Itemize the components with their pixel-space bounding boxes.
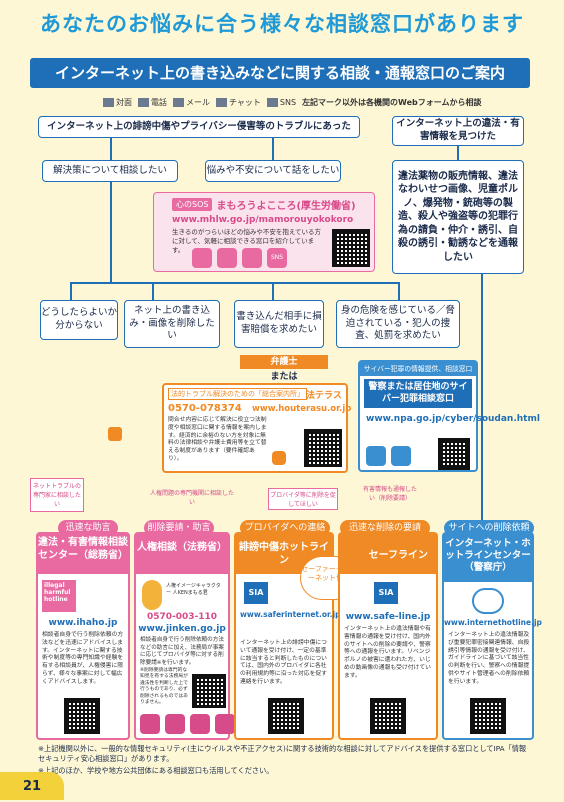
trouble-box: インターネット上の誹謗中傷やプライバシー侵害等のトラブルにあった [38,116,360,138]
qr-code [268,698,304,734]
page-title: あなたのお悩みに合う様々な相談窓口があります [40,12,524,36]
phone-legend: 電話 [138,97,167,108]
person-icon [272,451,286,465]
safeline-title: セーフライン [340,534,436,574]
mail-icon [173,98,184,107]
qr-code [438,438,470,470]
hotline-card: インターネット・ホットラインセンター（警察庁） www.internethotl… [442,532,542,740]
sos-url[interactable]: www.mhlw.go.jp/mamorouyokokoro [172,215,354,225]
note-human-rights: 人権問題の専門機関に相談したい [150,490,235,506]
legend-note: 左記マーク以外は各機関のWebフォームから相談 [302,98,482,107]
houterasu-brand: 法テラス [306,391,342,401]
cyber-icons [366,446,411,466]
cyber-tag: サイバー犯罪の情報提供、相談窓口 [360,362,476,376]
unsure-box: どうしたらよいか分からない [40,300,118,340]
in-person-legend: 対面 [103,97,132,108]
qr-code [370,698,406,734]
ihaho-card: 違法・有害情報相談センター（総務省） illegal harmful hotli… [36,532,130,740]
jinken-card: 人権相談（法務省） 人権イメージキャラクター 人KENまもる君 0570-003… [134,532,235,740]
bullying-url[interactable]: www.saferinternet.or.jp/bullying/ [240,610,380,619]
delete-box: ネット上の書き込み・画像を削除したい [124,300,220,348]
hotline-url[interactable]: www.internethotline.jp [444,618,542,627]
phone-icon [108,427,122,441]
jinken-note: ※削除要請は専門的な知見を有する法務局が違法性を判断した上で行うものであり、必ず… [140,668,188,706]
jinken-icons [140,714,235,734]
safeline-card: セーフライン SIA www.safe-line.jp インターネット上の違法情… [338,532,438,740]
sos-tag: 心のSOS [172,198,213,211]
cyber-title: 警察または居住地のサイバー犯罪相談窓口 [364,379,472,409]
person-icon [140,714,160,734]
note-provider: プロバイダ等に削除を促してほしい [268,488,338,510]
sns-legend: SNS [266,98,296,107]
illegal-report-box: 違法薬物の販売情報、違法なわいせつ画像、児童ポルノ、爆発物・銃砲等の製造、殺人や… [392,160,524,274]
qr-code [192,674,226,708]
sia-logo: SIA [374,582,398,604]
sos-icons: SNS [192,248,287,268]
talk-box: 悩みや不安について話をしたい [205,160,341,182]
sns-icon [266,98,278,107]
houterasu-phone[interactable]: 0570-078374 [168,403,242,414]
phone-icon [165,714,185,734]
houterasu-icons [272,451,286,465]
sos-title: まもろうよこころ(厚生労働省) [216,201,356,212]
illegal-found-box: インターネット上の違法・有害情報を見つけた [392,116,524,146]
hotline-desc: インターネット上の違法情報及び重要犯罪密接関連情報、自殺誘引等情報の通報を受け付… [448,632,530,685]
mail-icon [217,248,237,268]
houterasu-url[interactable]: www.houterasu.or.jp [252,404,352,414]
qr-code [332,229,370,267]
note-net-trouble: ネットトラブルの専門家に相談したい [30,478,84,512]
mascot-caption: 人権イメージキャラクター 人KENまもる君 [166,583,221,596]
jinken-desc: 相談者自身で行う削除依頼の方法などの助言に加え、法務局が事案に応じてプロバイダ等… [140,637,224,666]
phone-icon [192,248,212,268]
jinken-url[interactable]: www.jinken.go.jp [138,624,226,634]
houterasu-tag: 法的トラブル解決のための「総合案内所」 [168,388,307,400]
lawyer-head: 弁護士 [240,355,328,369]
houterasu-box: 法的トラブル解決のための「総合案内所」 法テラス 0570-078374 www… [162,383,352,473]
qr-code [304,429,342,467]
footnote-ipa: ※上記機関以外に、一般的な情報セキュリティ(主にウイルスや不正アクセス)に関する… [38,744,527,764]
qr-code [470,698,506,734]
lawyer-or: または [270,372,298,382]
consult-box: 解決策について相談したい [42,160,178,182]
phone-icon [138,98,149,107]
cyber-box: サイバー犯罪の情報提供、相談窓口 警察または居住地のサイバー犯罪相談窓口 www… [358,360,540,472]
sos-desc: 生きるのがつらいほどの悩みや不安を抱えている方に対して、気軽に相談できる窓口を紹… [172,228,322,254]
note-harmful: 有害情報も通報したい（削除要請） [362,486,417,502]
sns-icon: SNS [267,248,287,268]
ihaho-url[interactable]: www.ihaho.jp [48,618,118,628]
safeline-url[interactable]: www.safe-line.jp [345,612,431,622]
jinken-title: 人権相談（法務省） [136,534,228,574]
chat-legend: チャット [216,97,261,108]
damages-box: 書き込んだ相手に損害賠償を求めたい [234,300,324,348]
sns-icon [215,714,235,734]
person-icon [366,446,386,466]
chat-icon [242,248,262,268]
person-icon [103,98,114,107]
ihaho-title: 違法・有害情報相談センター（総務省） [38,534,128,574]
hotline-title: インターネット・ホットラインセンター（警察庁） [444,534,532,582]
chat-icon [216,98,227,107]
mascot-image [142,580,162,610]
section-banner: インターネット上の書き込みなどに関する相談・通報窓口のご案内 [30,58,530,88]
page-number: 21 [0,772,64,800]
bullying-desc: インターネット上の誹謗中傷について通報を受け付け、一定の基準に該当すると判断した… [240,640,327,686]
cyber-url[interactable]: www.npa.go.jp/cyber/soudan.html [366,414,540,424]
sos-box: 心のSOS まもろうよこころ(厚生労働省) www.mhlw.go.jp/mam… [153,192,375,272]
danger-box: 身の危険を感じている／脅迫されている・犯人の捜査、処罰を求めたい [336,300,460,348]
ihaho-logo: illegal harmful hotline [42,580,76,612]
sia-logo: SIA [244,582,268,604]
qr-code [64,698,100,734]
safeline-desc: インターネット上の違法情報や有害情報の通報を受け付け、国内外のサイトへの削除の要… [344,626,431,679]
jinken-phone[interactable]: 0570-003-110 [146,612,218,622]
footnote-local: ※上記のほか、学校や地方公共団体にある相談窓口も活用してください。 [38,766,274,775]
houterasu-desc: 問合せ内容に応じて解決に役立つ法制度や相談窓口に関する情報を案内します。経済的に… [168,417,267,463]
legend: 対面 電話 メール チャット SNS 左記マーク以外は各機関のWebフォームから… [103,97,482,108]
hotline-logo [472,588,504,614]
mail-legend: メール [173,97,210,108]
mail-icon [190,714,210,734]
ihaho-desc: 相談者自身で行う削除依頼の方法などを迅速にアドバイスします。インターネットに関す… [42,632,124,685]
phone-icon [391,446,411,466]
